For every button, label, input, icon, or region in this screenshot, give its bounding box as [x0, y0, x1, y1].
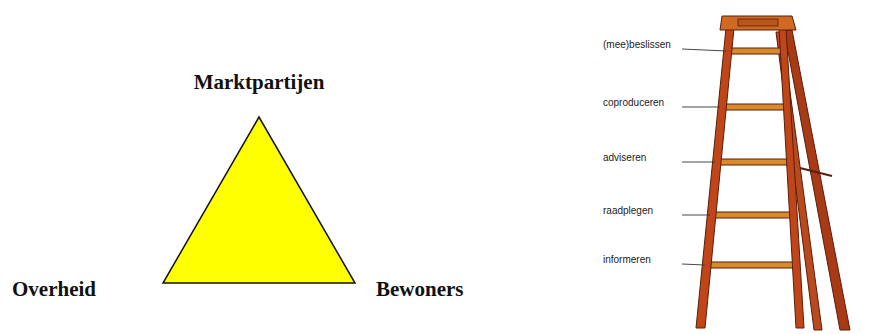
leader-line [682, 107, 720, 108]
ladder-label: informeren [603, 254, 651, 266]
ladder-rung [716, 159, 790, 165]
leader-line [682, 215, 710, 216]
ladder [696, 16, 850, 330]
ladder-spreader [800, 168, 832, 176]
ladder-label: raadplegen [603, 205, 653, 217]
leader-line [682, 49, 726, 51]
ladder-label: coproduceren [603, 97, 664, 109]
leader-line [682, 264, 705, 265]
ladder-rung [727, 48, 783, 54]
ladder-rung [721, 104, 786, 110]
leader-lines [682, 49, 726, 265]
ladder-rung [711, 212, 793, 218]
vertex-label: Bewoners [376, 277, 464, 301]
leader-line [682, 162, 715, 163]
ladder-top-slot [738, 19, 778, 26]
ladder-label: adviseren [603, 152, 646, 164]
ladder-rung [706, 262, 796, 268]
ladder-rail [779, 28, 804, 328]
ladder-label: (mee)beslissen [603, 39, 671, 51]
ladder-rail [696, 28, 734, 328]
ladder-top [720, 16, 796, 30]
vertex-label: Marktpartijen [194, 70, 325, 94]
yellow-triangle [163, 117, 355, 283]
vertex-label: Overheid [12, 277, 96, 301]
